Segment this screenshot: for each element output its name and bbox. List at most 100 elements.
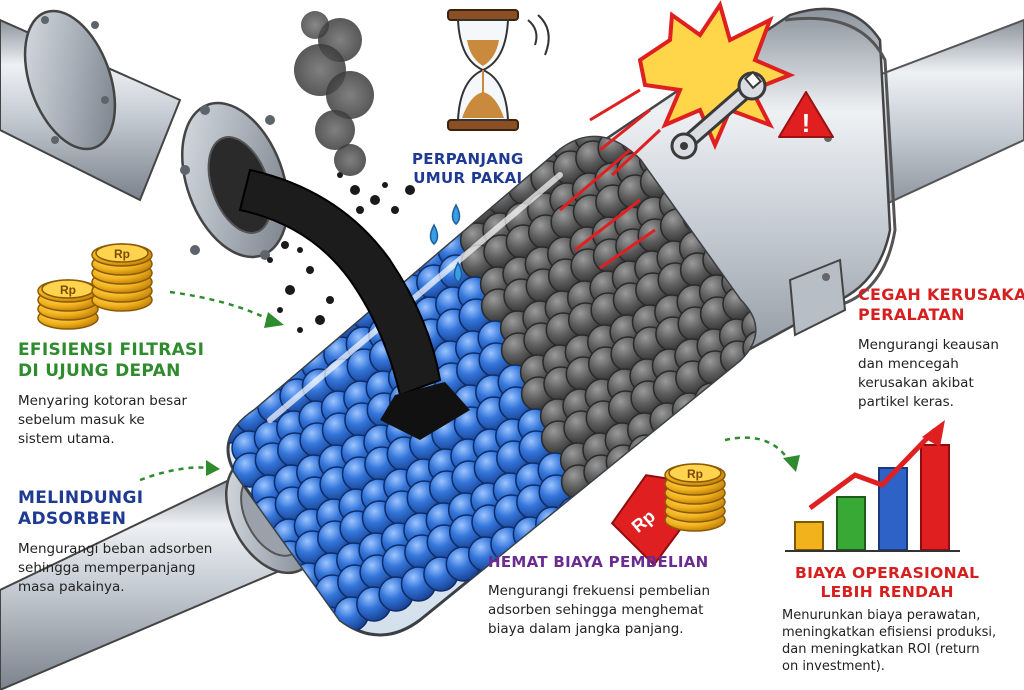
purchase-title: HEMAT BIAYA PEMBELIAN bbox=[488, 553, 709, 572]
purchase-desc-line: Mengurangi frekuensi pembelian bbox=[488, 583, 711, 599]
fresh-adsorbent-ball bbox=[557, 496, 593, 532]
dirt-particle bbox=[277, 307, 283, 313]
prevent-title-line: CEGAH KERUSAKAN bbox=[858, 285, 1024, 304]
dirt-particle bbox=[297, 247, 303, 253]
spent-adsorbent-ball bbox=[694, 382, 730, 418]
prevent-desc-line: partikel keras. bbox=[858, 394, 954, 411]
dirt-particle bbox=[267, 257, 273, 263]
dirt-particle bbox=[356, 206, 364, 214]
arrow-heads bbox=[206, 312, 800, 476]
filtration-desc-line: sistem utama. bbox=[18, 431, 115, 448]
lifespan-title-line: PERPANJANG bbox=[412, 150, 524, 168]
operational-title-line: BIAYA OPERASIONAL bbox=[795, 564, 980, 582]
protect-title-line: MELINDUNGI bbox=[18, 488, 144, 508]
spent-adsorbent-ball bbox=[763, 375, 797, 409]
warning-mark: ! bbox=[802, 108, 811, 138]
dirt-particle bbox=[326, 296, 334, 304]
dirt-stream bbox=[238, 168, 470, 440]
dirt-particle bbox=[405, 185, 415, 195]
dirt-particle bbox=[281, 241, 289, 249]
fresh-adsorbent-ball bbox=[228, 332, 250, 368]
filtration-title-line: DI UJUNG DEPAN bbox=[18, 361, 181, 382]
lifespan-title-line: UMUR PAKAI bbox=[413, 168, 523, 187]
spent-adsorbent-ball bbox=[739, 384, 755, 420]
fresh-adsorbent-ball bbox=[306, 260, 343, 296]
operational-desc-line: Menurunkan biaya perawatan, bbox=[782, 608, 981, 623]
purchase-title-line: HEMAT BIAYA PEMBELIAN bbox=[488, 553, 709, 571]
spent-adsorbent-ball bbox=[738, 362, 755, 398]
protect-desc-line: masa pakainya. bbox=[18, 579, 125, 596]
fresh-adsorbent-ball bbox=[228, 386, 247, 422]
prevent-title-line: PERALATAN bbox=[858, 305, 965, 324]
fresh-adsorbent-ball bbox=[395, 198, 431, 234]
protect-title-line: ADSORBEN bbox=[18, 509, 127, 530]
spent-adsorbent-ball bbox=[671, 392, 708, 428]
fresh-adsorbent-ball bbox=[237, 344, 273, 380]
dirt-particle bbox=[297, 327, 303, 333]
dirt-particle bbox=[315, 315, 325, 325]
dashed-arrows bbox=[139, 290, 792, 482]
protect-description: Mengurangi beban adsorben sehingga mempe… bbox=[18, 540, 212, 597]
dirt-particles bbox=[267, 172, 415, 333]
protect-title: MELINDUNGI ADSORBEN bbox=[18, 488, 143, 531]
fresh-adsorbent-ball bbox=[228, 354, 251, 390]
spent-adsorbent-ball bbox=[579, 486, 616, 522]
fresh-adsorbent-ball bbox=[228, 278, 252, 314]
coin-stack-icon: Rp bbox=[664, 463, 726, 532]
spent-adsorbent-ball bbox=[782, 397, 816, 431]
filtration-desc-line: Menyaring kotoran besar bbox=[18, 393, 188, 409]
fresh-adsorbent-ball bbox=[396, 220, 432, 256]
operational-title-line: LEBIH RENDAH bbox=[820, 583, 954, 602]
purchase-desc-line: adsorben sehingga menghemat bbox=[488, 602, 704, 619]
upper-pipe bbox=[0, 9, 295, 260]
wrench-icon bbox=[670, 70, 767, 160]
dirt-particle bbox=[350, 185, 360, 195]
operational-desc-line: on investment). bbox=[782, 659, 885, 675]
filtration-description: Menyaring kotoran besar sebelum masuk ke… bbox=[18, 392, 187, 449]
fresh-adsorbent-ball bbox=[238, 268, 274, 304]
spent-adsorbent-ball bbox=[717, 394, 753, 430]
filtration-title-line: EFISIENSI FILTRASI bbox=[18, 340, 205, 360]
hourglass-icon bbox=[447, 9, 550, 131]
filtration-desc-line: sebelum masuk ke bbox=[18, 412, 145, 429]
coin-face bbox=[668, 463, 722, 483]
spent-adsorbent-ball bbox=[695, 404, 731, 440]
fresh-adsorbent-ball bbox=[259, 334, 295, 370]
coin-symbol: Rp bbox=[114, 247, 130, 261]
spent-adsorbent-ball bbox=[762, 353, 796, 387]
spent-adsorbent-ball bbox=[736, 416, 755, 452]
fresh-adsorbent-ball bbox=[172, 299, 206, 333]
prevent-desc-line: Mengurangi keausan bbox=[858, 337, 999, 353]
spent-adsorbent-ball bbox=[714, 426, 750, 462]
operational-title: BIAYA OPERASIONAL LEBIH RENDAH bbox=[795, 564, 979, 603]
lifespan-title: PERPANJANG UMUR PAKAI bbox=[412, 150, 524, 188]
coin-symbol: Rp bbox=[60, 283, 76, 297]
smoke-icon bbox=[294, 11, 374, 176]
bar-chart-up-icon bbox=[785, 420, 960, 552]
prevent-desc-line: kerusakan akibat bbox=[858, 375, 974, 392]
fresh-adsorbent-ball bbox=[228, 288, 230, 324]
spent-adsorbent-ball bbox=[627, 434, 664, 470]
spent-adsorbent-ball bbox=[605, 444, 642, 480]
coin-face bbox=[95, 243, 149, 263]
fresh-adsorbent-ball bbox=[372, 208, 409, 244]
purchase-description: Mengurangi frekuensi pembelian adsorben … bbox=[488, 582, 710, 639]
spent-adsorbent-ball bbox=[650, 424, 686, 460]
prevent-title: CEGAH KERUSAKAN PERALATAN bbox=[858, 285, 1024, 325]
dirt-particle bbox=[306, 266, 314, 274]
spent-adsorbent-ball bbox=[760, 407, 794, 441]
fresh-adsorbent-ball bbox=[228, 300, 253, 336]
dirt-particle bbox=[382, 182, 388, 188]
purchase-desc-line: biaya dalam jangka panjang. bbox=[488, 621, 684, 638]
water-drop-icon bbox=[429, 203, 463, 283]
operational-desc-line: meningkatkan efisiensi produksi, bbox=[782, 625, 997, 641]
prevent-desc-line: dan mencegah bbox=[858, 356, 959, 373]
dirt-particle bbox=[391, 206, 399, 214]
operational-desc-line: dan meningkatkan ROI (return bbox=[782, 642, 980, 658]
protect-desc-line: sehingga memperpanjang bbox=[18, 560, 196, 577]
coin-symbol: Rp bbox=[687, 467, 703, 481]
impact-burst bbox=[559, 0, 796, 270]
warning-triangle-icon: ! bbox=[778, 91, 834, 138]
